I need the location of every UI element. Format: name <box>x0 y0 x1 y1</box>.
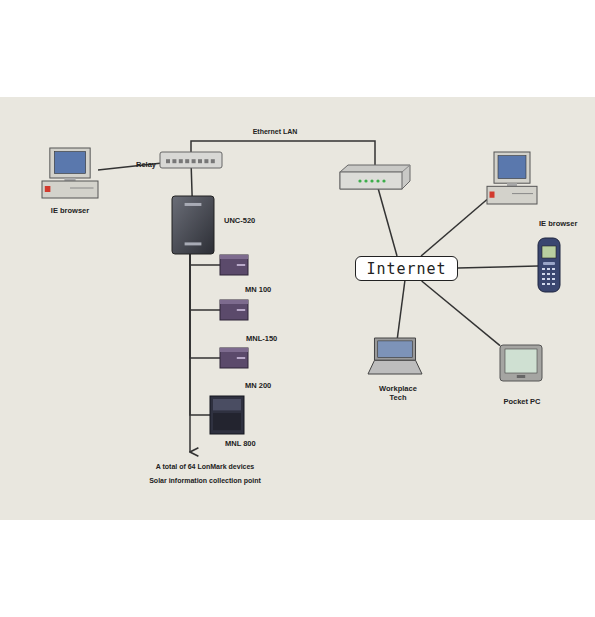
connector-line <box>190 254 220 265</box>
connector-line <box>190 168 192 196</box>
connector-line <box>422 281 500 346</box>
relay-hub: Relay <box>160 152 222 168</box>
device-label: UNC-520 <box>224 216 274 225</box>
background-panel <box>0 97 595 520</box>
pc-icon <box>42 148 98 198</box>
device-label: MNL-150 <box>246 334 296 343</box>
hub-icon <box>160 152 222 168</box>
device-label: MNL 800 <box>225 439 275 448</box>
controller-node: UNC-520 <box>172 196 214 254</box>
device-module: MN 200 <box>220 348 248 368</box>
module-icon <box>220 255 248 275</box>
router-wire <box>378 188 397 256</box>
note-label: Solar information collection point <box>130 477 280 484</box>
pocketpc-node: Pocket PC <box>500 345 542 381</box>
connector-line <box>190 254 220 310</box>
device-label: Pocket PC <box>494 397 550 406</box>
device-label: MN 200 <box>245 381 295 390</box>
internet-box: Internet <box>355 256 458 281</box>
computer-node: IE browser <box>42 148 98 198</box>
device-label: IE browser <box>539 219 589 228</box>
note-label: Ethernet LAN <box>230 128 320 135</box>
big-icon <box>210 396 244 434</box>
pocket-icon <box>500 345 542 381</box>
pc-icon <box>487 152 537 204</box>
router-symbol <box>340 165 410 189</box>
connector-line <box>421 199 487 256</box>
unc-icon <box>172 196 214 254</box>
note-label: A total of 64 LonMark devices <box>130 463 280 470</box>
connector-line <box>190 254 220 358</box>
device-label: Workplace Tech <box>370 384 426 403</box>
device-module: MNL 800 <box>210 396 244 434</box>
phone-wire <box>458 266 538 268</box>
phone-symbol <box>538 238 560 292</box>
module-icon <box>220 300 248 320</box>
connector-line <box>397 281 404 338</box>
module-icon <box>220 348 248 368</box>
laptop-node: Workplace Tech <box>368 338 422 374</box>
laptop-icon <box>368 338 422 374</box>
connector-line <box>190 254 210 415</box>
device-module: MNL-150 <box>220 300 248 320</box>
device-label: IE browser <box>32 206 108 215</box>
node-title: Internet <box>366 260 446 278</box>
device-label: MN 100 <box>245 285 295 294</box>
device-module: MN 100 <box>220 255 248 275</box>
device-label: Relay <box>122 160 156 169</box>
computer-node: IE browser <box>487 152 537 204</box>
